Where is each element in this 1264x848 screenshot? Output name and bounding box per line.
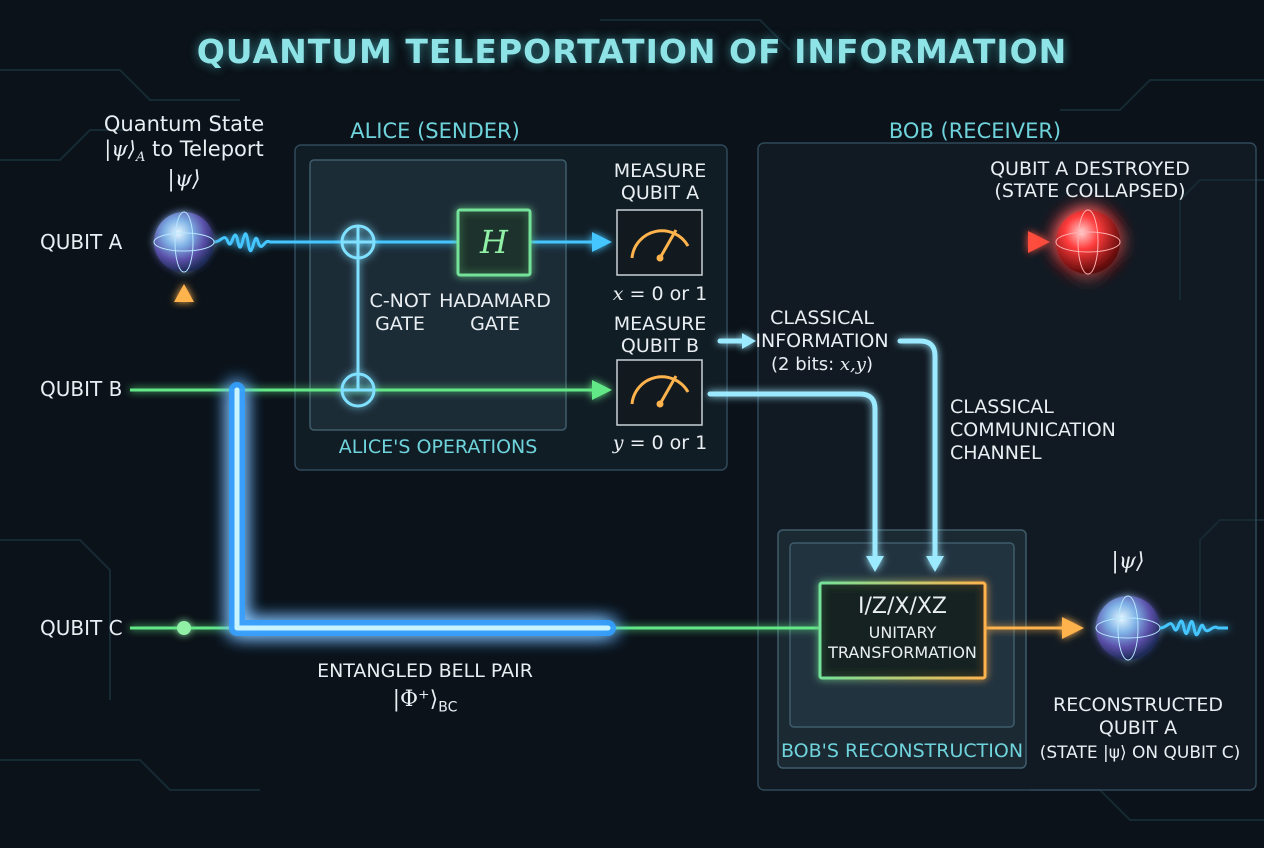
meter-b-needle bbox=[658, 375, 678, 405]
input-sphere-body bbox=[154, 212, 214, 272]
classical-info-line2: INFORMATION bbox=[755, 330, 889, 352]
input-state-ket: |ψ⟩ bbox=[104, 137, 136, 161]
bob-header: BOB (RECEIVER) bbox=[888, 119, 1062, 143]
bell-pair-label: ENTANGLED BELL PAIR bbox=[317, 660, 533, 682]
classical-info-vars: x,y bbox=[839, 354, 866, 375]
input-state-ket-symbol: |ψ⟩ bbox=[167, 167, 201, 192]
input-state-line1: Quantum State bbox=[103, 112, 265, 136]
reconstructed-line1: RECONSTRUCTED bbox=[1053, 694, 1223, 716]
classical-info-line3: (2 bits: x,y) bbox=[752, 353, 892, 376]
meter-a-arc bbox=[630, 229, 690, 259]
meter-a-needle bbox=[658, 229, 678, 259]
classical-channel-line1: CLASSICAL bbox=[950, 396, 1054, 418]
bell-pair-ket: |Φ⁺⟩BC bbox=[360, 688, 490, 719]
classical-x-arrowhead bbox=[926, 556, 944, 572]
reconstructed-line3: (STATE |ψ⟩ ON QUBIT C) bbox=[1039, 743, 1241, 763]
entanglement-link bbox=[229, 382, 616, 636]
bob-reconstruction-label: BOB'S RECONSTRUCTION bbox=[780, 740, 1024, 762]
unitary-gate-box bbox=[818, 581, 987, 680]
destroyed-label-line1: QUBIT A DESTROYED bbox=[990, 158, 1190, 180]
input-state-sub: A bbox=[135, 150, 146, 166]
meter-b-arc bbox=[630, 375, 690, 405]
measure-a-result-rest: = 0 or 1 bbox=[629, 283, 708, 305]
unitary-label-line2: UNITARY bbox=[868, 623, 937, 642]
qubit-c-label: QUBIT C bbox=[40, 616, 123, 640]
hadamard-symbol: H bbox=[480, 223, 508, 261]
bell-pair-ket-sub: BC bbox=[438, 699, 458, 716]
classical-channel bbox=[707, 338, 938, 558]
meter-a-pivot bbox=[656, 254, 664, 262]
classical-channel-line2: COMMUNICATION bbox=[950, 419, 1116, 441]
destroyed-label-line2: (STATE COLLAPSED) bbox=[994, 180, 1186, 202]
input-state-line2: |ψ⟩A to Teleport bbox=[64, 138, 304, 169]
classical-info-arrowhead bbox=[742, 333, 756, 349]
measure-a-line1: MEASURE bbox=[613, 160, 707, 182]
destroyed-arrowhead bbox=[1028, 231, 1050, 253]
reconstructed-line2: QUBIT A bbox=[1098, 717, 1178, 739]
hadamard-label-line2: GATE bbox=[470, 313, 520, 335]
output-qubit-sphere bbox=[1095, 595, 1228, 661]
measure-b-result-rest: = 0 or 1 bbox=[629, 432, 708, 454]
bell-pair-ket-symbol: |Φ⁺⟩ bbox=[392, 687, 439, 712]
cnot-label-line1: C-NOT bbox=[369, 290, 431, 312]
input-qubit-sphere bbox=[153, 211, 215, 273]
measure-a-result: x = 0 or 1 bbox=[600, 283, 720, 306]
output-ket-symbol: |ψ⟩ bbox=[1111, 549, 1145, 574]
alice-operations-label: ALICE'S OPERATIONS bbox=[338, 436, 538, 458]
hadamard-gate-box bbox=[456, 208, 532, 277]
qubit-b-arrowhead bbox=[592, 380, 612, 400]
meter-a-box bbox=[616, 209, 703, 276]
output-sphere-body bbox=[1096, 596, 1160, 660]
classical-info-post: ) bbox=[865, 354, 873, 375]
output-waveform bbox=[1159, 619, 1228, 637]
hadamard-label-line1: HADAMARD bbox=[439, 290, 551, 312]
qubit-c-junction bbox=[177, 621, 191, 635]
meter-b-box bbox=[616, 359, 703, 426]
unitary-output-arrowhead bbox=[1062, 617, 1084, 639]
destroyed-sphere-equator bbox=[1055, 231, 1121, 253]
measure-b-result: y = 0 or 1 bbox=[600, 432, 720, 455]
meter-a bbox=[616, 209, 703, 276]
output-sphere-meridian bbox=[1117, 595, 1139, 661]
classical-info-line1: CLASSICAL bbox=[770, 307, 874, 329]
cnot-gate bbox=[340, 224, 376, 408]
input-state-rest: to Teleport bbox=[152, 137, 264, 161]
measure-a-line2: QUBIT A bbox=[620, 182, 700, 204]
measure-b-line2: QUBIT B bbox=[620, 335, 700, 357]
destroyed-sphere-meridian bbox=[1077, 209, 1099, 275]
qubit-a-waveform bbox=[213, 232, 284, 252]
classical-info-pre: (2 bits: bbox=[771, 354, 840, 375]
meter-b bbox=[616, 359, 703, 426]
diagram-title: QUANTUM TELEPORTATION OF INFORMATION bbox=[196, 32, 1068, 71]
classical-x-bit-path bbox=[897, 338, 938, 558]
state-transfer-arrowhead bbox=[174, 284, 194, 302]
input-sphere-equator bbox=[153, 232, 215, 252]
destroyed-qubit-sphere bbox=[1055, 209, 1121, 275]
classical-y-bit-path bbox=[707, 391, 878, 558]
cnot-label-line2: GATE bbox=[375, 313, 425, 335]
measure-b-result-var: y bbox=[612, 432, 624, 454]
bell-pair-core bbox=[234, 387, 611, 631]
unitary-label-line3: TRANSFORMATION bbox=[828, 643, 977, 662]
classical-channel-line3: CHANNEL bbox=[950, 442, 1042, 464]
qubit-a-arrowhead bbox=[592, 232, 612, 252]
measure-b-line1: MEASURE bbox=[613, 313, 707, 335]
qubit-b-label: QUBIT B bbox=[40, 377, 123, 401]
qubit-a-label: QUBIT A bbox=[40, 230, 123, 254]
classical-y-arrowhead bbox=[866, 556, 884, 572]
alice-header: ALICE (SENDER) bbox=[350, 119, 520, 143]
measure-a-result-var: x bbox=[612, 283, 624, 305]
unitary-label-line1: I/Z/X/XZ bbox=[857, 594, 947, 619]
destroyed-sphere-body bbox=[1056, 210, 1120, 274]
meter-b-pivot bbox=[656, 400, 664, 408]
background-circuit-traces bbox=[0, 19, 1264, 821]
input-sphere-meridian bbox=[174, 211, 194, 273]
